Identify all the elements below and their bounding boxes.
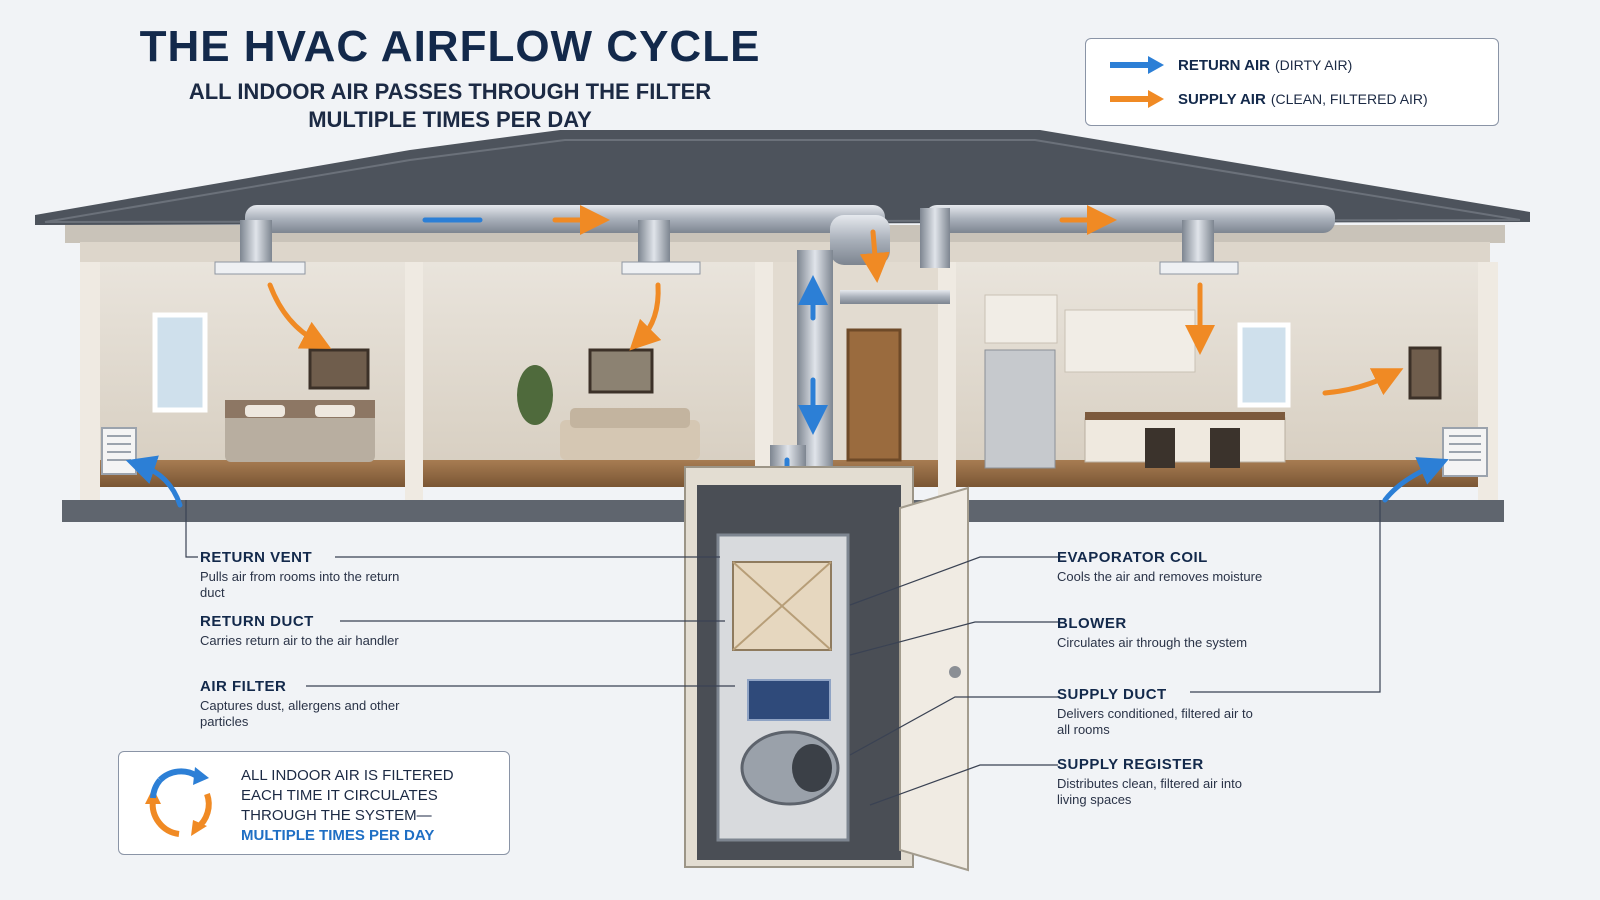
subtitle-line-1: ALL INDOOR AIR PASSES THROUGH THE FILTER — [188, 79, 712, 104]
legend-supply-sub: (CLEAN, FILTERED AIR) — [1270, 91, 1428, 107]
page-title: THE HVAC AIRFLOW CYCLE — [139, 22, 761, 71]
legend-return-sub: (DIRTY AIR) — [1274, 57, 1353, 73]
bed — [225, 400, 375, 462]
callout-title: SUPPLY REGISTER — [1057, 756, 1204, 773]
note-highlight: MULTIPLE TIMES PER DAY — [241, 827, 435, 844]
callout-title: SUPPLY DUCT — [1057, 686, 1167, 703]
kitchen-window — [1237, 322, 1291, 408]
air-handler — [684, 466, 914, 868]
subtitle-line-2: MULTIPLE TIMES PER DAY — [308, 107, 592, 132]
callout-title: RETURN VENT — [200, 549, 313, 566]
callout-desc: Circulates air through the system — [1057, 635, 1248, 650]
subtitle: ALL INDOOR AIR PASSES THROUGH THE FILTER… — [90, 78, 810, 134]
callout-supply-duct: SUPPLY DUCT Delivers conditioned, filter… — [1057, 686, 1317, 738]
note-text: ALL INDOOR AIR IS FILTERED EACH TIME IT … — [241, 766, 501, 846]
note-line-3: THROUGH THE SYSTEM— — [241, 807, 432, 824]
callout-return-vent: RETURN VENT Pulls air from rooms into th… — [200, 549, 460, 601]
callout-leader-lines — [185, 500, 1381, 806]
callout-desc: Delivers conditioned, filtered air to al… — [1057, 706, 1253, 737]
callout-desc: Pulls air from rooms into the return duc… — [200, 569, 400, 600]
title-block: THE HVAC AIRFLOW CYCLE ALL INDOOR AIR PA… — [90, 22, 810, 134]
legend-supply-label: SUPPLY AIR — [1178, 90, 1266, 108]
return-arrow-icon — [1110, 56, 1164, 74]
hallway-door — [846, 328, 902, 462]
kitchen-cabinets — [984, 294, 1286, 469]
sofa — [560, 408, 700, 460]
callout-air-filter: AIR FILTER Captures dust, allergens and … — [200, 678, 460, 730]
kitchen-picture — [1408, 346, 1442, 400]
note-line-1: ALL INDOOR AIR IS FILTERED — [241, 767, 454, 784]
note-line-2: EACH TIME IT CIRCULATES — [241, 787, 438, 804]
filter-note: ALL INDOOR AIR IS FILTERED EACH TIME IT … — [118, 751, 510, 855]
evaporator-coil — [747, 679, 831, 721]
cycle-icon — [145, 767, 212, 837]
callout-title: RETURN DUCT — [200, 613, 314, 630]
cabinet-door — [899, 486, 969, 872]
legend: RETURN AIR (DIRTY AIR) SUPPLY AIR (CLEAN… — [1085, 38, 1499, 126]
callout-title: EVAPORATOR COIL — [1057, 549, 1208, 566]
callout-evaporator-coil: EVAPORATOR COIL Cools the air and remove… — [1057, 549, 1317, 585]
bedroom-window — [152, 312, 208, 413]
callout-desc: Captures dust, allergens and other parti… — [200, 698, 400, 729]
supply-ducts — [214, 205, 1335, 275]
callout-title: BLOWER — [1057, 615, 1127, 632]
legend-return-label: RETURN AIR — [1178, 56, 1270, 74]
callout-desc: Distributes clean, filtered air into liv… — [1057, 776, 1242, 807]
legend-supply: SUPPLY AIR (CLEAN, FILTERED AIR) — [1108, 89, 1428, 109]
supply-arrow-icon — [1110, 90, 1164, 108]
legend-return: RETURN AIR (DIRTY AIR) — [1108, 55, 1352, 75]
refrigerator — [984, 349, 1056, 469]
plant — [517, 365, 553, 425]
callout-return-duct: RETURN DUCT Carries return air to the ai… — [200, 613, 460, 649]
callout-desc: Cools the air and removes moisture — [1057, 569, 1263, 584]
callout-blower: BLOWER Circulates air through the system — [1057, 615, 1317, 651]
living-picture — [588, 348, 654, 394]
callout-supply-register: SUPPLY REGISTER Distributes clean, filte… — [1057, 756, 1317, 808]
attic — [80, 242, 1490, 262]
callout-title: AIR FILTER — [200, 678, 287, 695]
bedroom-picture — [308, 348, 370, 390]
callout-desc: Carries return air to the air handler — [200, 633, 399, 648]
